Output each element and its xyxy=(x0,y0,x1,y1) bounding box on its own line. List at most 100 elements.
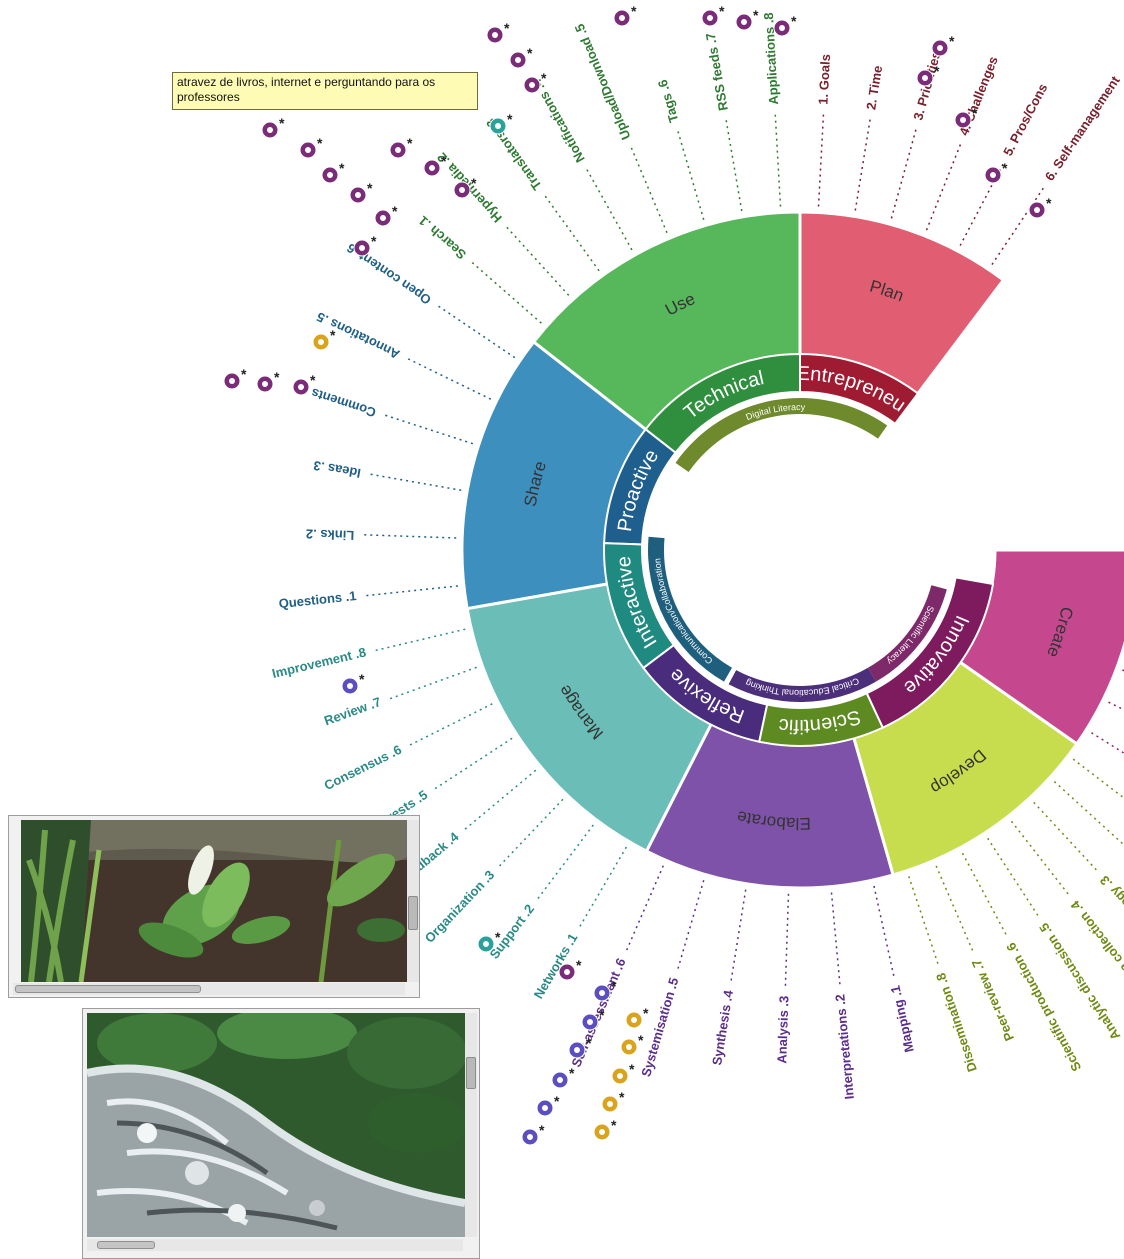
idea-marker[interactable]: * xyxy=(625,1005,649,1029)
item-systemisation-5[interactable]: Systemisation .5 xyxy=(638,976,681,1079)
attitude-entrepreneur[interactable] xyxy=(799,352,920,426)
edit-marker[interactable]: * xyxy=(954,105,978,129)
marker-star: * xyxy=(569,1065,575,1081)
edit-marker[interactable]: * xyxy=(389,135,413,159)
edit-marker[interactable]: * xyxy=(916,63,940,87)
edit-marker[interactable]: * xyxy=(223,366,247,390)
idea-icon xyxy=(599,1129,605,1135)
edit-marker[interactable]: * xyxy=(423,153,447,177)
comment-note[interactable]: atravez de livros, internet e perguntand… xyxy=(172,72,478,110)
attitude-innovative[interactable] xyxy=(865,576,995,729)
question-marker[interactable]: * xyxy=(477,929,501,953)
item-applications-8[interactable]: Applications .8 xyxy=(761,12,781,105)
item-upload-download-5[interactable]: Upload/Download .5 xyxy=(572,22,634,142)
plant-video-frame xyxy=(21,820,407,982)
item-leader xyxy=(890,127,918,219)
edit-marker[interactable]: * xyxy=(256,369,280,393)
share-marker[interactable]: * xyxy=(536,1093,560,1117)
item-analysis-3[interactable]: Analysis .3 xyxy=(774,995,791,1063)
attitude-interactive[interactable] xyxy=(603,542,676,670)
edit-icon xyxy=(990,172,996,178)
bark-video-vscrollbar[interactable] xyxy=(465,1013,477,1237)
item-annotations-5[interactable]: Annotations .5 xyxy=(314,309,402,362)
attitude-scientific[interactable] xyxy=(758,691,885,747)
question-marker[interactable]: * xyxy=(489,111,513,135)
item-leader xyxy=(368,473,462,492)
item-1-goals[interactable]: 1. Goals xyxy=(815,54,833,105)
idea-marker[interactable]: * xyxy=(620,1032,644,1056)
item-organization-3[interactable]: Organization .3 xyxy=(422,867,498,945)
edit-marker[interactable]: * xyxy=(299,135,323,159)
share-marker[interactable]: * xyxy=(551,1065,575,1089)
share-marker[interactable]: * xyxy=(581,1007,605,1031)
item-2-time[interactable]: 2. Time xyxy=(863,64,885,110)
edit-marker[interactable]: * xyxy=(509,45,533,69)
literacy-critical-educational-thinking[interactable] xyxy=(728,667,876,702)
item-dissemination-8[interactable]: Dissemination .8 xyxy=(933,971,980,1074)
bark-video-hscroll-thumb[interactable] xyxy=(97,1241,155,1249)
edit-marker[interactable]: * xyxy=(773,13,797,37)
item-review-7[interactable]: Review .7 xyxy=(322,694,383,728)
edit-marker[interactable]: * xyxy=(523,70,547,94)
attitude-reflexive[interactable] xyxy=(642,643,769,743)
bark-video-hscrollbar[interactable] xyxy=(87,1239,463,1251)
item-links-2[interactable]: Links .2 xyxy=(306,526,355,543)
edit-marker[interactable]: * xyxy=(558,957,582,981)
edit-marker[interactable]: * xyxy=(486,20,510,44)
idea-marker[interactable]: * xyxy=(611,1061,635,1085)
edit-marker[interactable]: * xyxy=(349,180,373,204)
edit-marker[interactable]: * xyxy=(735,7,759,31)
edit-marker[interactable]: * xyxy=(453,175,477,199)
edit-marker[interactable]: * xyxy=(931,33,955,57)
marker-star: * xyxy=(539,1122,545,1138)
item-consensus-6[interactable]: Consensus .6 xyxy=(322,742,404,793)
item-search-1[interactable]: Search .1 xyxy=(416,213,469,262)
idea-marker[interactable]: * xyxy=(601,1089,625,1113)
edit-marker[interactable]: * xyxy=(1028,195,1052,219)
item-tags-6[interactable]: Tags .6 xyxy=(655,78,682,124)
plant-video-vscroll-thumb[interactable] xyxy=(408,896,418,930)
edit-marker[interactable]: * xyxy=(353,233,377,257)
attitude-proactive[interactable] xyxy=(603,427,677,546)
literacy-digital-literacy[interactable] xyxy=(675,398,888,472)
share-marker[interactable]: * xyxy=(568,1035,592,1059)
plant-video-panel[interactable] xyxy=(8,815,420,998)
item-synthesis-4[interactable]: Synthesis .4 xyxy=(709,988,736,1066)
item-leader xyxy=(784,893,790,988)
edit-marker[interactable]: * xyxy=(613,3,637,27)
plant-video-hscroll-thumb[interactable] xyxy=(15,985,201,993)
plant-video-hscrollbar[interactable] xyxy=(13,983,405,995)
share-marker[interactable]: * xyxy=(593,978,617,1002)
item-mapping-1[interactable]: Mapping .1 xyxy=(888,984,917,1054)
item-interpretations-2[interactable]: Interpretations .2 xyxy=(832,994,857,1100)
bark-video-vscroll-thumb[interactable] xyxy=(466,1057,476,1089)
idea-icon xyxy=(626,1044,632,1050)
bark-video-panel[interactable] xyxy=(82,1008,480,1259)
plant-video-vscrollbar[interactable] xyxy=(407,820,419,982)
edit-marker[interactable]: * xyxy=(701,3,725,27)
edit-marker[interactable]: * xyxy=(261,115,285,139)
item-leader xyxy=(1108,701,1124,711)
share-marker[interactable]: * xyxy=(521,1122,545,1146)
edit-icon xyxy=(922,75,928,81)
idea-marker[interactable]: * xyxy=(593,1117,617,1141)
idea-marker[interactable]: * xyxy=(312,327,336,351)
literacy-scientific-literacy[interactable] xyxy=(868,585,947,682)
item-questions-1[interactable]: Questions .1 xyxy=(278,588,357,611)
marker-star: * xyxy=(599,1007,605,1023)
share-marker[interactable]: * xyxy=(341,671,365,695)
literacy-communication-collaboration[interactable] xyxy=(647,536,732,682)
item-leader xyxy=(830,892,841,987)
item-improvement-8[interactable]: Improvement .8 xyxy=(271,644,368,681)
item-5-pros-cons[interactable]: 5. Pros/Cons xyxy=(1000,81,1050,158)
edit-marker[interactable]: * xyxy=(984,160,1008,184)
edit-icon xyxy=(529,82,535,88)
item-6-self-management[interactable]: 6. Self-management xyxy=(1042,73,1123,184)
attitude-technical[interactable] xyxy=(644,352,801,455)
edit-marker[interactable]: * xyxy=(292,372,316,396)
item-ideas-3[interactable]: Ideas .3 xyxy=(312,458,362,481)
item-peer-review-7[interactable]: Peer-review .7 xyxy=(969,957,1017,1043)
item-rss-feeds-7[interactable]: RSS feeds .7 xyxy=(703,32,731,112)
edit-marker[interactable]: * xyxy=(321,160,345,184)
edit-marker[interactable]: * xyxy=(374,203,398,227)
